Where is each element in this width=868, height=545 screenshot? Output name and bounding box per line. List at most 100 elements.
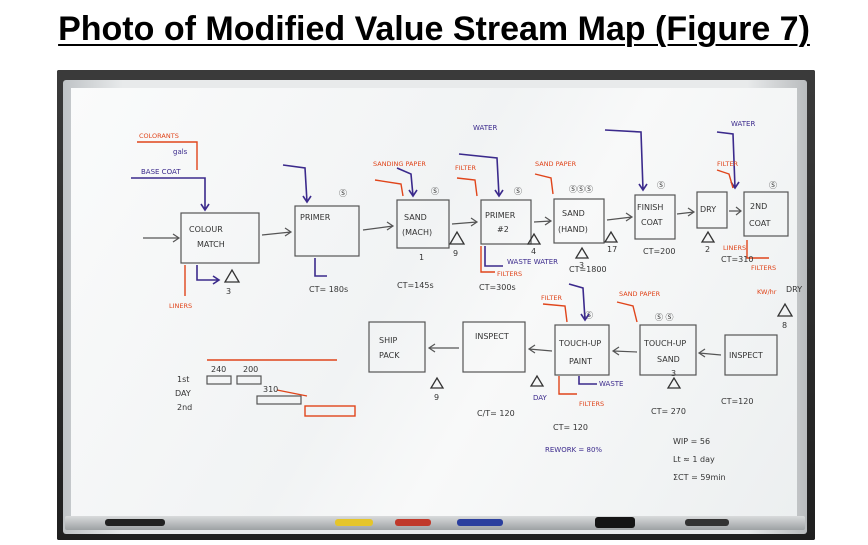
- input-label-water-1: WATER: [473, 124, 497, 132]
- process-label-sand: SAND: [404, 213, 427, 222]
- sand-mach-count: 1: [419, 253, 424, 262]
- timeline-bar-orange: [305, 406, 355, 416]
- input-arrow-filter-2: [717, 170, 733, 188]
- output-label-waste-water: WASTE WATER: [507, 258, 558, 266]
- flow-arrow-start: [143, 234, 179, 242]
- inventory-value-9a: 9: [453, 249, 458, 258]
- process-box-primer-2: [481, 200, 531, 244]
- output-arrow-colour: [197, 265, 219, 284]
- process-label-coat: COAT: [641, 218, 663, 227]
- timeline-label-day: DAY: [175, 389, 191, 398]
- operator-icon-primer: Ⓢ: [339, 189, 347, 198]
- process-box-touch-up-sand: [640, 325, 696, 375]
- operator-icon-primer2: Ⓢ: [514, 187, 522, 196]
- process-box-inspect-left: [463, 322, 525, 372]
- process-box-touch-up-paint: [555, 325, 609, 375]
- input-label-base-coat: BASE COAT: [141, 168, 181, 176]
- operator-icon-2nd-coat: Ⓢ: [769, 181, 777, 190]
- flow-arrow-3: [452, 218, 477, 226]
- cycle-time-sand-hand: CT=1800: [569, 265, 607, 274]
- flow-arrow-7: [729, 207, 741, 215]
- output-arrow-waste-water: [485, 246, 503, 266]
- flow-arrow-2: [363, 222, 393, 230]
- process-label-inspect-left: INSPECT: [475, 332, 509, 341]
- inventory-triangle-9a: [450, 232, 464, 244]
- note-rework: REWORK = 80%: [545, 446, 602, 454]
- process-label-colour: COLOUR: [189, 225, 223, 234]
- note-sum-ct: ΣCT = 59min: [673, 473, 726, 482]
- output-arrow-waste: [579, 376, 597, 384]
- inventory-value-9b: 9: [434, 393, 439, 402]
- input-arrow-base-coat: [131, 178, 209, 210]
- cycle-time-sand-mach: CT=145s: [397, 281, 434, 290]
- input-arrow-sand-paper: [535, 174, 553, 194]
- timeline-bar-310: [257, 396, 301, 404]
- output-label-liners-2: LINERS: [723, 244, 746, 252]
- input-arrow-finish: [605, 130, 647, 190]
- inventory-triangle-3b: [668, 378, 680, 388]
- process-box-finish-coat: [635, 195, 675, 239]
- inventory-triangle-17: [605, 232, 617, 242]
- input-arrow-filter: [457, 178, 477, 196]
- input-arrow-primer2: [459, 154, 503, 196]
- process-label-sand2: SAND: [562, 209, 585, 218]
- output-label-filters-1: FILTERS: [497, 270, 522, 278]
- input-label-sand-paper-2: SAND PAPER: [619, 290, 661, 298]
- operator-icon-sand-hand: ⓈⓈⓈ: [569, 185, 593, 194]
- flow-arrow-9: [613, 347, 637, 355]
- process-box-sand-hand: [554, 199, 604, 243]
- timeline-label-200: 200: [243, 365, 258, 374]
- output-label-waste-2: WASTE: [599, 380, 623, 388]
- page-title: Photo of Modified Value Stream Map (Figu…: [0, 10, 868, 49]
- inventory-value-8: 8: [782, 321, 787, 330]
- process-label-match: MATCH: [197, 240, 225, 249]
- process-label-finish: FINISH: [637, 203, 663, 212]
- inventory-triangle-2: [702, 232, 714, 242]
- input-label-colorants: COLORANTS: [139, 132, 179, 140]
- operator-icon-sand: Ⓢ: [431, 187, 439, 196]
- inventory-value-2: 2: [705, 245, 710, 254]
- value-stream-map: COLOUR MATCH PRIMER SAND (MACH) PRIMER #…: [57, 70, 815, 540]
- colour-count: 3: [226, 287, 231, 296]
- process-label-inspect-right: INSPECT: [729, 351, 763, 360]
- process-box-2nd-coat: [744, 192, 788, 236]
- inventory-triangle-4: [528, 234, 540, 244]
- process-label-dry: DRY: [700, 205, 716, 214]
- inventory-triangle-8: [778, 304, 792, 316]
- flow-arrow-11: [429, 344, 459, 352]
- inventory-triangle-day: [531, 376, 543, 386]
- input-label-sand-paper: SAND PAPER: [535, 160, 577, 168]
- flow-arrow-10: [529, 345, 552, 353]
- inventory-value-4: 4: [531, 247, 536, 256]
- timeline-link: [277, 390, 307, 396]
- input-label-water-2: WATER: [731, 120, 755, 128]
- input-arrow-sand: [397, 168, 417, 196]
- process-label-hand: (HAND): [558, 225, 588, 234]
- flow-arrow-8: [699, 349, 721, 357]
- cycle-time-primer: CT= 180s: [309, 285, 348, 294]
- note-day: DAY: [533, 394, 548, 402]
- process-box-ship-pack: [369, 322, 425, 372]
- output-arrow-primer: [315, 258, 327, 276]
- input-arrow-sanding-paper: [375, 180, 403, 196]
- input-label-filter-3: FILTER: [541, 294, 562, 302]
- output-label-kw-hr: KW/hr: [757, 288, 777, 296]
- timeline-label-2nd: 2nd: [177, 403, 192, 412]
- cycle-time-finish: CT=200: [643, 247, 675, 256]
- input-label-gals: gals: [173, 148, 188, 156]
- output-arrow-filters-3: [559, 376, 577, 394]
- input-arrow-colorants: [137, 142, 197, 170]
- inventory-triangle-colour: [225, 270, 239, 282]
- process-label-sand3: SAND: [657, 355, 680, 364]
- input-arrow-sand-paper-2: [617, 302, 637, 322]
- input-label-filter: FILTER: [455, 164, 476, 172]
- process-label-primer2-num: #2: [497, 225, 509, 234]
- timeline-label-310: 310: [263, 385, 278, 394]
- whiteboard-photo: COLOUR MATCH PRIMER SAND (MACH) PRIMER #…: [57, 70, 815, 540]
- inventory-value-3b: 3: [671, 369, 676, 378]
- cycle-time-touch-paint: CT= 120: [553, 423, 588, 432]
- process-label-pack: PACK: [379, 351, 400, 360]
- process-label-touch-up2: TOUCH-UP: [558, 339, 601, 348]
- timeline-bar-240: [207, 376, 231, 384]
- output-arrow-filters-1: [481, 246, 495, 272]
